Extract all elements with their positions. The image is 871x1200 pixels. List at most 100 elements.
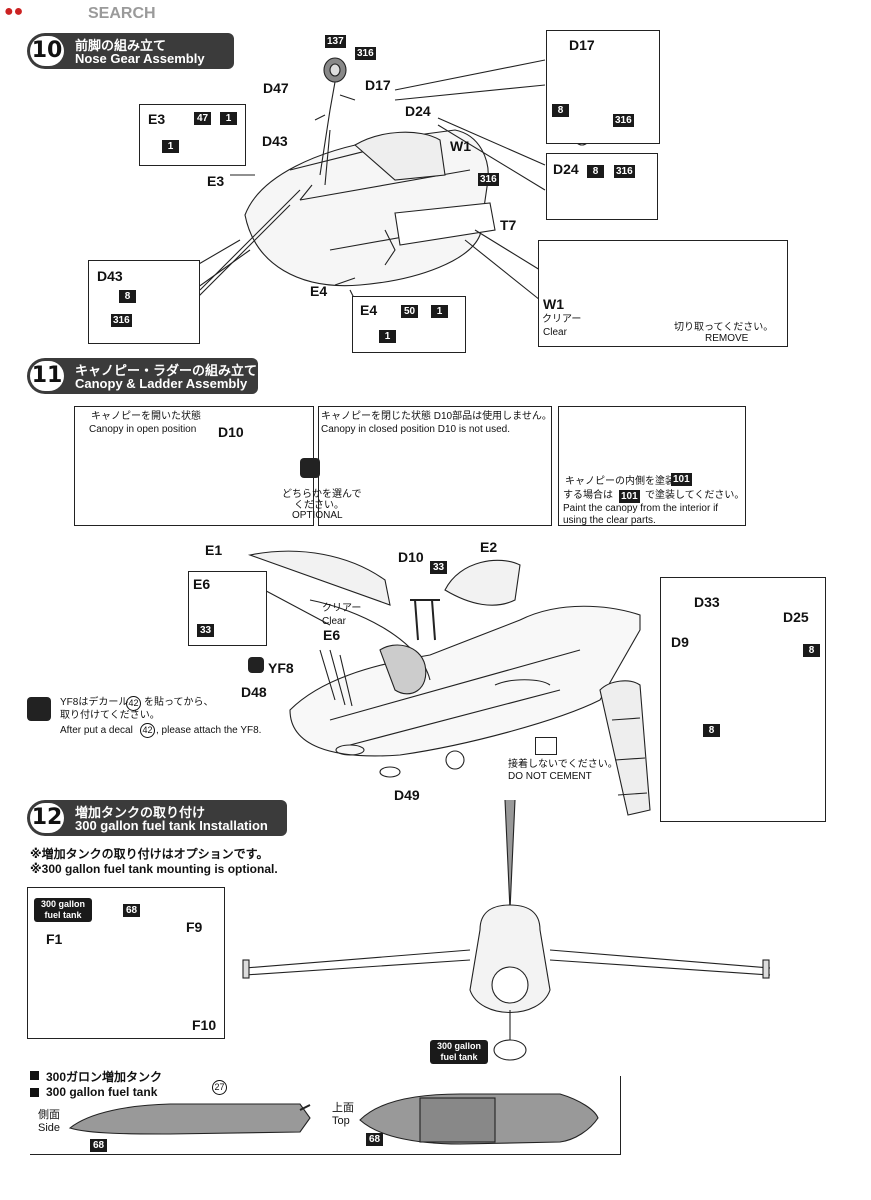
cut-jp: 切り取ってください。 (674, 322, 774, 333)
step-10-header: 10 前脚の組み立て Nose Gear Assembly (27, 33, 234, 69)
decal-jp-1: YF8はデカール (60, 697, 129, 708)
label-d10: D10 (218, 424, 244, 440)
label-d24: D24 (405, 103, 431, 119)
code-47: 47 (194, 112, 211, 125)
code-8: 8 (703, 724, 720, 737)
label-d48: D48 (241, 684, 267, 700)
optional-jp: どちらかを選んで (282, 489, 362, 500)
optional-note-jp: ※増加タンクの取り付けはオプションです。 (30, 847, 269, 861)
closed-jp: キャノピーを閉じた状態 D10部品は使用しません。 (321, 411, 552, 422)
optional-jp-2: ください。 (294, 500, 344, 511)
aircraft-tag-line-1: 300 gallon (436, 1041, 481, 1051)
label-d43: D43 (97, 268, 123, 284)
label-d47: D47 (263, 80, 289, 96)
no-cement-icon (535, 737, 557, 755)
label-f10: F10 (192, 1017, 217, 1033)
code-1: 1 (431, 305, 448, 318)
label-d33: D33 (694, 594, 720, 610)
label-e6: E6 (323, 627, 341, 643)
no-cement-en: DO NOT CEMENT (508, 771, 592, 782)
code-101: 101 (619, 490, 640, 503)
label-d17: D17 (569, 37, 595, 53)
label-f1: F1 (46, 931, 63, 947)
label-w1: W1 (450, 138, 471, 154)
ladder-detail-box: D33 D25 8 D9 8 (660, 577, 826, 822)
side-jp: 側面 (38, 1109, 60, 1121)
legend-en: 300 gallon fuel tank (46, 1085, 158, 1099)
label-e1: E1 (205, 542, 223, 558)
code-33: 33 (430, 561, 447, 574)
canopy-paint-box: キャノピーの内側を塗装 101 する場合は 101 で塗装してください。 Pai… (558, 406, 746, 526)
clear-en: Clear (322, 616, 346, 627)
code-137: 137 (325, 35, 346, 48)
step-number: 11 (30, 361, 64, 391)
step-12-header: 12 増加タンクの取り付け 300 gallon fuel tank Insta… (27, 800, 287, 836)
decal-icon (27, 697, 51, 721)
code-68: 68 (90, 1139, 107, 1152)
label-d25: D25 (783, 609, 809, 625)
step-title-en: Canopy & Ladder Assembly (75, 376, 248, 391)
code-316-t7: 316 (478, 173, 499, 186)
open-en: Canopy in open position (89, 424, 197, 435)
code-68: 68 (123, 904, 140, 917)
code-316: 316 (111, 314, 132, 327)
tank-tag-line-1: 300 gallon (40, 899, 85, 909)
tank-tag: 300 gallon fuel tank (34, 898, 92, 922)
code-68: 68 (366, 1133, 383, 1146)
optional-en: OPTIONAL (292, 510, 343, 521)
label-e4: E4 (310, 283, 328, 299)
legend-bullet (30, 1071, 39, 1080)
e4-detail-box: E4 50 1 1 (352, 296, 466, 353)
decal-jp-2: 取り付けてください。 (60, 710, 160, 721)
clear-en: Clear (543, 327, 567, 338)
d24-detail-box: D24 8 316 (546, 153, 658, 220)
d43-detail-box: D43 8 316 (88, 260, 200, 344)
code-316: 316 (355, 47, 376, 60)
label-t7: T7 (500, 217, 517, 233)
decal-number: 42 (140, 723, 155, 738)
optional-note-en: ※300 gallon fuel tank mounting is option… (30, 862, 278, 876)
code-8: 8 (803, 644, 820, 657)
step-title-jp: 前脚の組み立て (75, 39, 167, 54)
code-316: 316 (614, 165, 635, 178)
optional-icon (300, 458, 320, 478)
step-title-en: 300 gallon fuel tank Installation (75, 818, 268, 833)
label-d43: D43 (262, 133, 288, 149)
canopy-closed-box: キャノピーを閉じた状態 D10部品は使用しません。 Canopy in clos… (318, 406, 552, 526)
code-101: 101 (671, 473, 692, 486)
top-jp: 上面 (332, 1102, 354, 1114)
closed-en: Canopy in closed position D10 is not use… (321, 424, 511, 435)
label-d10: D10 (398, 549, 424, 565)
legend-jp: 300ガロン増加タンク (46, 1070, 163, 1084)
label-w1: W1 (543, 296, 564, 312)
label-d24: D24 (553, 161, 579, 177)
step-title-en: Nose Gear Assembly (75, 51, 205, 66)
code-1: 1 (162, 140, 179, 153)
code-1: 1 (220, 112, 237, 125)
label-e2: E2 (480, 539, 498, 555)
code-8: 8 (552, 104, 569, 117)
tank-detail-box: 300 gallon fuel tank 68 F1 F9 F10 (27, 887, 225, 1039)
no-cement-jp: 接着しないでください。 (508, 759, 618, 770)
label-d9: D9 (671, 634, 689, 650)
label-e3: E3 (148, 111, 166, 127)
label-e6: E6 (193, 576, 211, 592)
step-title-jp: 増加タンクの取り付け (75, 806, 206, 821)
step-number: 10 (30, 36, 64, 66)
side-en: Side (38, 1122, 61, 1134)
d17-detail-box: D17 8 316 (546, 30, 660, 144)
code-50: 50 (401, 305, 418, 318)
code-27: 27 (212, 1080, 227, 1095)
decal-en-a: After put a decal (60, 725, 133, 736)
paint-jp-2b: で塗装してください。 (645, 490, 745, 501)
paint-jp-1: キャノピーの内側を塗装 (565, 476, 675, 487)
aircraft-tank-tag: 300 gallon fuel tank (430, 1040, 488, 1064)
tank-views-box (30, 1076, 621, 1155)
clear-jp: クリアー (542, 314, 582, 325)
code-1: 1 (379, 330, 396, 343)
code-8: 8 (119, 290, 136, 303)
paint-brush-icon (248, 657, 264, 673)
e3-detail-box: E3 47 1 1 (139, 104, 246, 166)
label-e4: E4 (360, 302, 378, 318)
clear-jp: クリアー (322, 603, 362, 614)
